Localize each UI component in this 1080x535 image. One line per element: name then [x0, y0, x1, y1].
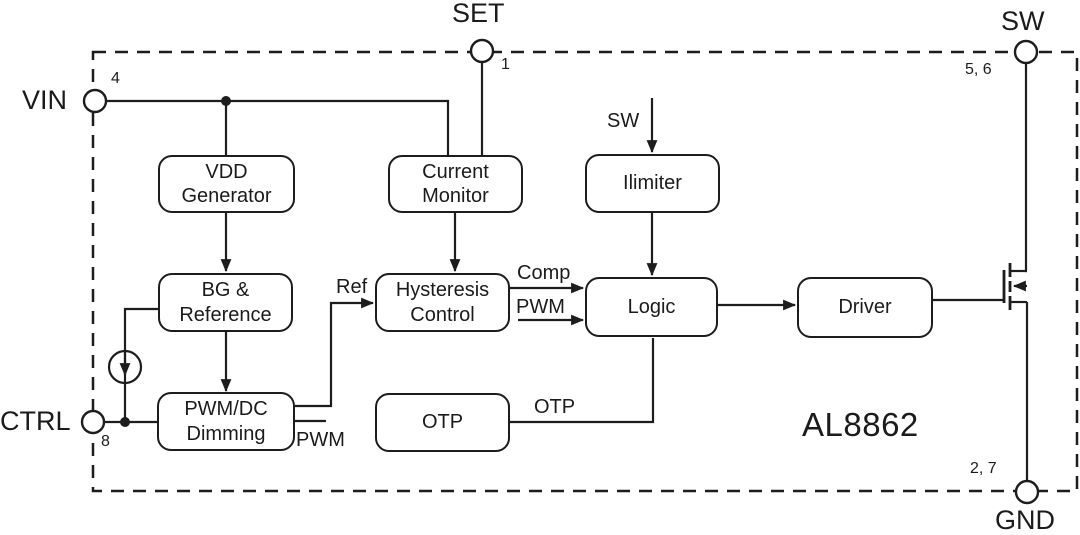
- pin-set-label: SET: [452, 0, 505, 28]
- block-driver-label: Driver: [838, 296, 892, 319]
- part-number: AL8862: [802, 406, 919, 443]
- block-otp-label: OTP: [421, 411, 464, 434]
- block-ilimiter: Ilimiter: [585, 154, 720, 213]
- block-ilimiter-label: Ilimiter: [623, 172, 682, 195]
- current-source-symbol: [107, 349, 143, 385]
- block-pwm-dimming-label: PWM/DC Dimming: [184, 398, 268, 445]
- wire-otp: [510, 338, 655, 424]
- pin-vin-circle: [82, 88, 108, 114]
- wire-ref: [295, 297, 375, 408]
- signal-pwm-logic-label: PWM: [516, 296, 565, 318]
- pin-set-circle: [469, 38, 495, 64]
- pin-sw-label: SW: [1001, 6, 1045, 36]
- block-current-monitor-label: Current Monitor: [422, 160, 489, 207]
- pin-gnd-circle: [1014, 479, 1040, 505]
- pin-gnd-label: GND: [995, 505, 1055, 535]
- signal-sw-label: SW: [607, 110, 640, 132]
- wire-vin-rail: [106, 99, 450, 155]
- junction-vin: [221, 96, 231, 106]
- pin-set-number: 1: [501, 56, 510, 73]
- pin-sw-number: 5, 6: [965, 61, 992, 78]
- block-otp: OTP: [375, 393, 510, 452]
- pin-ctrl-label: CTRL: [0, 406, 71, 436]
- pin-ctrl-number: 8: [101, 433, 110, 450]
- block-hysteresis-control-label: Hysteresis Control: [395, 279, 490, 326]
- block-current-monitor: Current Monitor: [388, 155, 523, 213]
- block-bg-reference-label: BG & Reference: [179, 279, 272, 326]
- pin-vin-number: 4: [111, 70, 120, 87]
- block-logic: Logic: [585, 277, 718, 337]
- wire-sw-rail: [1024, 63, 1028, 273]
- block-driver: Driver: [797, 277, 933, 338]
- signal-otp-label: OTP: [534, 396, 576, 418]
- signal-pwm-out-label: PWM: [296, 429, 345, 451]
- ic-boundary: [91, 50, 1079, 493]
- block-pwm-dimming: PWM/DC Dimming: [157, 392, 295, 451]
- block-vdd-generator: VDD Generator: [158, 155, 295, 213]
- pin-gnd-number: 2, 7: [970, 460, 997, 477]
- block-vdd-generator-label: VDD Generator: [181, 160, 272, 207]
- block-hysteresis-control: Hysteresis Control: [375, 273, 510, 332]
- pin-ctrl-circle: [80, 409, 106, 435]
- mosfet-symbol: [1002, 263, 1027, 310]
- signal-comp-label: Comp: [517, 262, 571, 284]
- pin-vin-label: VIN: [22, 85, 68, 115]
- block-bg-reference: BG & Reference: [158, 273, 293, 332]
- signal-ref-label: Ref: [336, 276, 368, 298]
- pin-sw-circle: [1013, 39, 1039, 65]
- wire-bg-to-ctrl: [123, 307, 158, 422]
- block-logic-label: Logic: [627, 295, 676, 318]
